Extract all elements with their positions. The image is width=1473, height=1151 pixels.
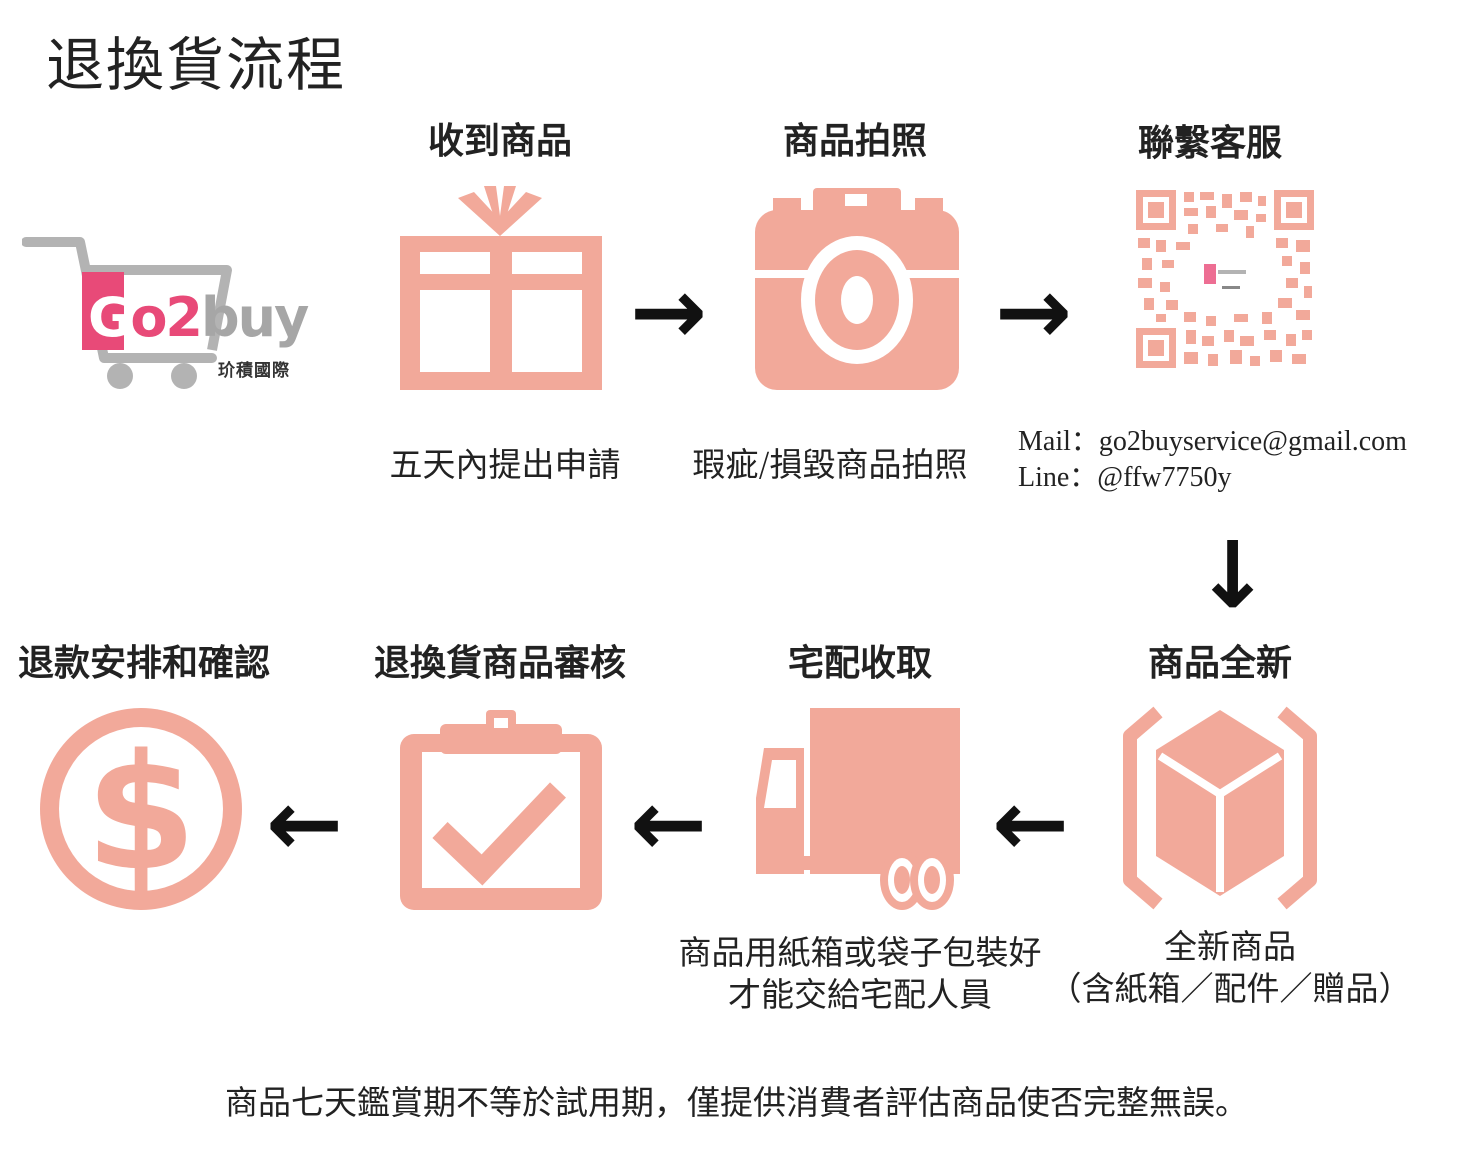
step-desc-delivery-1: 商品用紙箱或袋子包裝好 <box>678 933 1042 972</box>
qr-code-icon <box>1136 190 1314 368</box>
step-desc-delivery-2: 才能交給宅配人員 <box>728 975 992 1014</box>
truck-icon <box>756 708 962 910</box>
step-desc-photo: 瑕疵/損毀商品拍照 <box>692 445 968 484</box>
cart-logo-icon <box>22 237 232 389</box>
step-title-new: 商品全新 <box>1147 643 1292 684</box>
page-title: 退換貨流程 <box>46 31 347 99</box>
arrow-right-2: → <box>995 258 1073 365</box>
step-title-photo: 商品拍照 <box>782 121 927 162</box>
contact-info: Mail：go2buyservice@gmail.com Line：@ffw77… <box>1018 424 1407 496</box>
arrow-down: ↓ <box>1194 522 1272 629</box>
step-title-refund: 退款安排和確認 <box>17 643 270 684</box>
step-title-review: 退換貨商品審核 <box>373 643 626 684</box>
gift-icon <box>400 186 602 391</box>
contact-line[interactable]: Line：@ffw7750y <box>1018 462 1232 493</box>
svg-text:$: $ <box>85 719 196 906</box>
arrow-left-3: ← <box>266 770 344 877</box>
camera-icon <box>755 188 959 392</box>
footer-note: 商品七天鑑賞期不等於試用期，僅提供消費者評估商品使否完整無誤。 <box>225 1083 1248 1122</box>
step-desc-receive: 五天內提出申請 <box>389 445 621 484</box>
go2buy-logo: Go2buy 玠積國際 <box>22 230 312 395</box>
dollar-icon: $ <box>40 708 242 910</box>
step-title-receive: 收到商品 <box>427 121 572 162</box>
arrow-left-2: ← <box>630 770 708 877</box>
step-title-delivery: 宅配收取 <box>787 643 932 684</box>
step-desc-new-1: 全新商品 <box>1164 927 1296 966</box>
step-title-contact: 聯繫客服 <box>1137 123 1282 164</box>
logo-subtitle: 玠積國際 <box>218 361 290 381</box>
arrow-left-1: ← <box>992 770 1070 877</box>
box-icon <box>1118 706 1322 910</box>
step-desc-new-2: （含紙箱／配件／贈品） <box>1048 969 1412 1008</box>
logo-brand-tail: buy <box>201 286 309 349</box>
arrow-right-1: → <box>630 258 708 365</box>
contact-mail[interactable]: Mail：go2buyservice@gmail.com <box>1018 426 1407 457</box>
clipboard-check-icon <box>400 710 602 910</box>
